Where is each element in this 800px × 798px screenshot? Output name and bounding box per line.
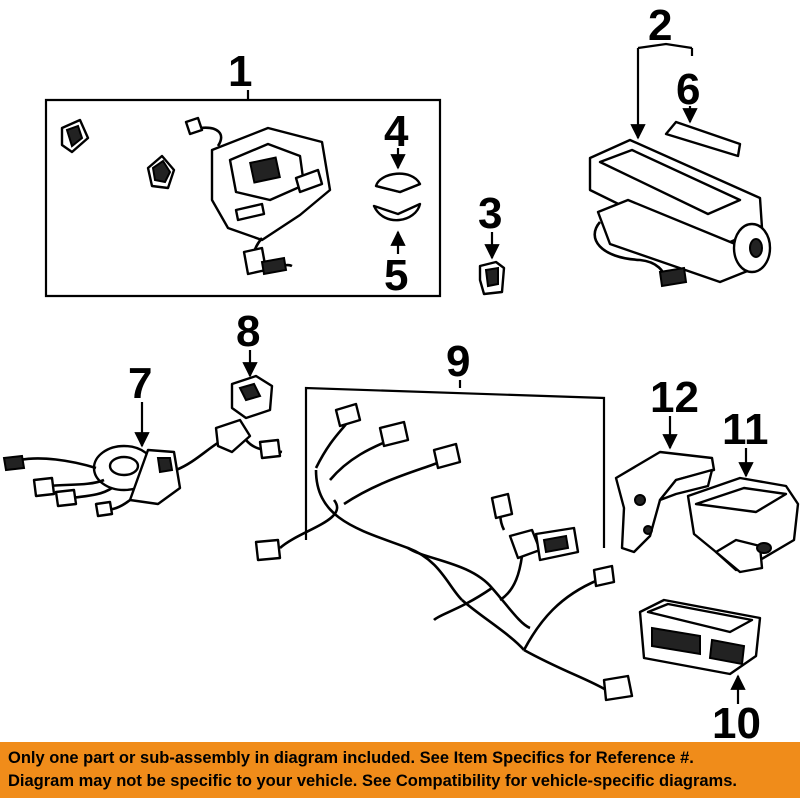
wire-harness[interactable]: [254, 402, 634, 702]
airbag-module-passenger[interactable]: [588, 138, 772, 288]
callout-9-group: 9: [304, 337, 606, 548]
callout-3: 3: [478, 189, 502, 238]
callout-2-group: 2: [630, 1, 694, 140]
callout-6-group: 6: [676, 65, 700, 124]
callout-10-group: 10: [712, 674, 761, 742]
callout-8-group: 8: [236, 307, 260, 378]
clock-spring[interactable]: [2, 436, 227, 518]
callout-2: 2: [648, 1, 672, 50]
callout-5: 5: [384, 251, 408, 300]
airbag-module-driver[interactable]: [60, 116, 332, 276]
callout-3-group: 3: [478, 189, 502, 260]
callout-11: 11: [722, 405, 769, 454]
clip-upper[interactable]: [374, 172, 422, 194]
callout-6: 6: [676, 65, 700, 114]
callout-9: 9: [446, 337, 470, 386]
callout-1-group: 1: [44, 47, 442, 298]
callout-4: 4: [384, 107, 409, 156]
callout-1: 1: [228, 47, 252, 96]
side-airbag-module[interactable]: [686, 476, 800, 574]
callout-11-group: 11: [722, 405, 769, 478]
clip-lower[interactable]: [372, 202, 422, 222]
callout-7: 7: [128, 359, 152, 408]
callout-8: 8: [236, 307, 260, 356]
disclaimer-banner: Only one part or sub-assembly in diagram…: [0, 742, 800, 798]
disclaimer-line-1: Only one part or sub-assembly in diagram…: [8, 749, 694, 767]
callout-10: 10: [712, 699, 761, 742]
callout-4-group: 4: [384, 107, 409, 170]
parts-diagram: 1 4 5 3: [2, 1, 800, 742]
callout-12: 12: [650, 373, 699, 422]
callout-12-group: 12: [650, 373, 699, 450]
airbag-cover-strip[interactable]: [664, 120, 742, 158]
sensor-connector[interactable]: [214, 374, 283, 460]
callout-7-group: 7: [128, 359, 152, 448]
mounting-bracket[interactable]: [614, 450, 716, 554]
control-unit[interactable]: [638, 598, 762, 676]
retainer-clip[interactable]: [478, 260, 506, 296]
callout-5-group: 5: [384, 230, 408, 300]
disclaimer-line-2: Diagram may not be specific to your vehi…: [8, 772, 737, 790]
